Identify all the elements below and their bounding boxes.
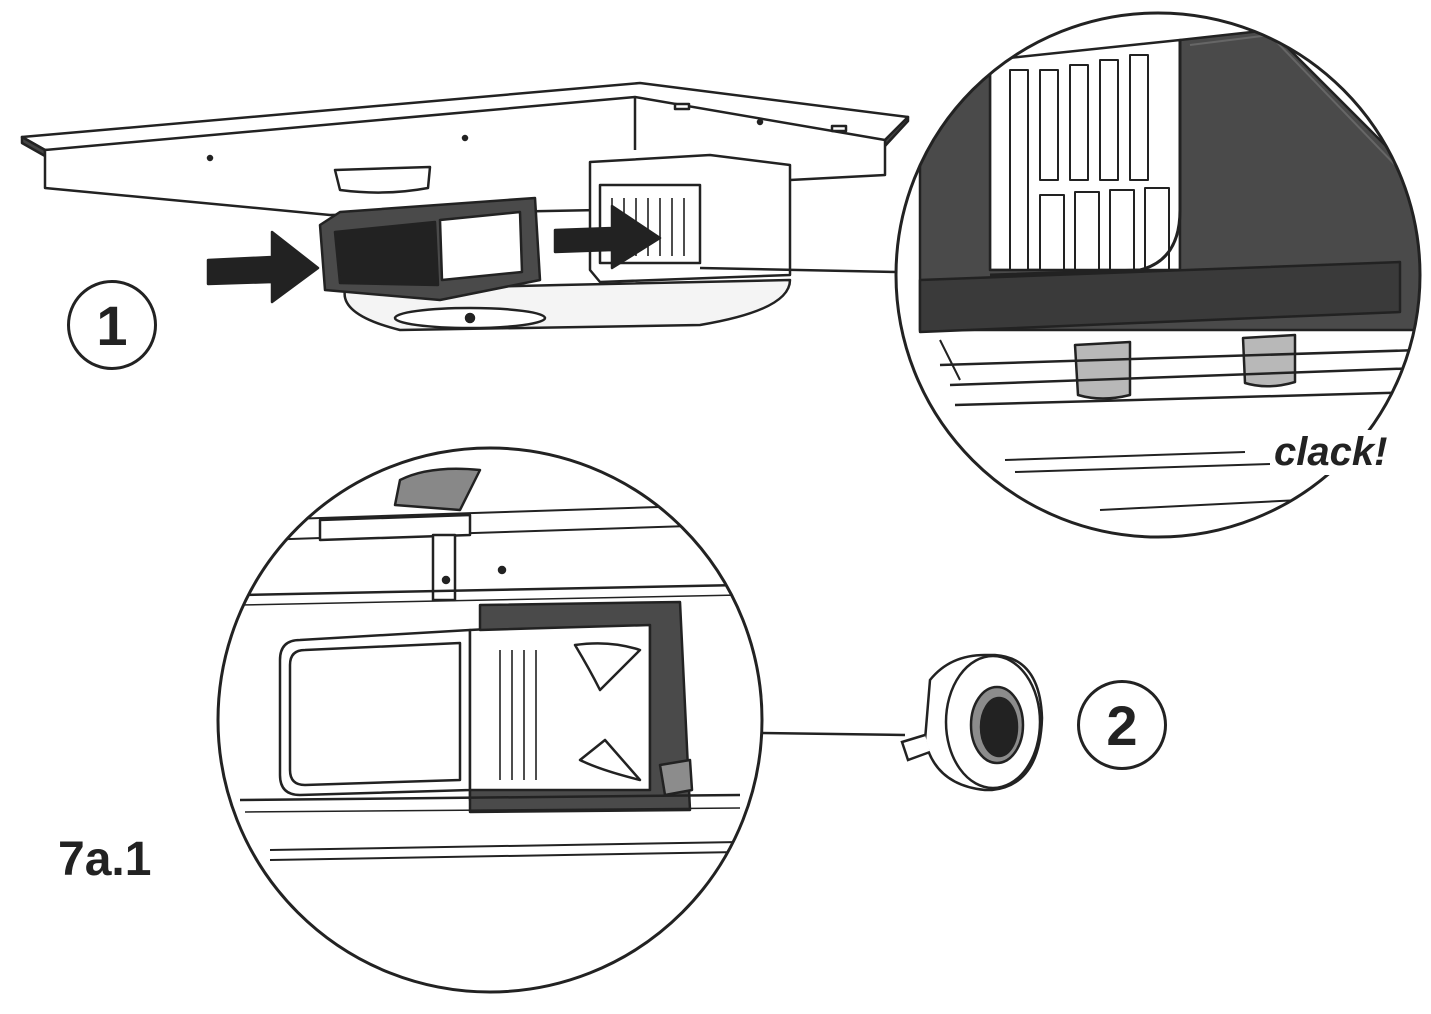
callout-connector-2	[761, 731, 906, 737]
insert-arrow-right	[553, 204, 662, 270]
tape-strip	[658, 758, 694, 797]
step-1-badge: 1	[67, 280, 157, 370]
adapter-frame-zoom	[918, 28, 1420, 332]
detail-circle-clip-snap	[894, 11, 1422, 539]
callout-connector-1	[699, 266, 898, 274]
detail-circle-a-border	[894, 11, 1422, 539]
tape-roll-icon	[900, 653, 1044, 792]
figure-label: 7a.1	[58, 833, 152, 886]
duct-pipe-zoom	[278, 628, 472, 797]
detail-circle-b-border	[216, 446, 764, 994]
snap-clip-right	[1241, 333, 1297, 388]
cooktop-unit	[20, 81, 910, 332]
step-2-badge: 2	[1077, 680, 1167, 770]
snap-clip-left	[1073, 340, 1132, 400]
detail-circle-taped-joint	[216, 446, 906, 994]
insert-arrow-left	[206, 230, 320, 304]
clack-sound-label: clack!	[1270, 430, 1392, 475]
